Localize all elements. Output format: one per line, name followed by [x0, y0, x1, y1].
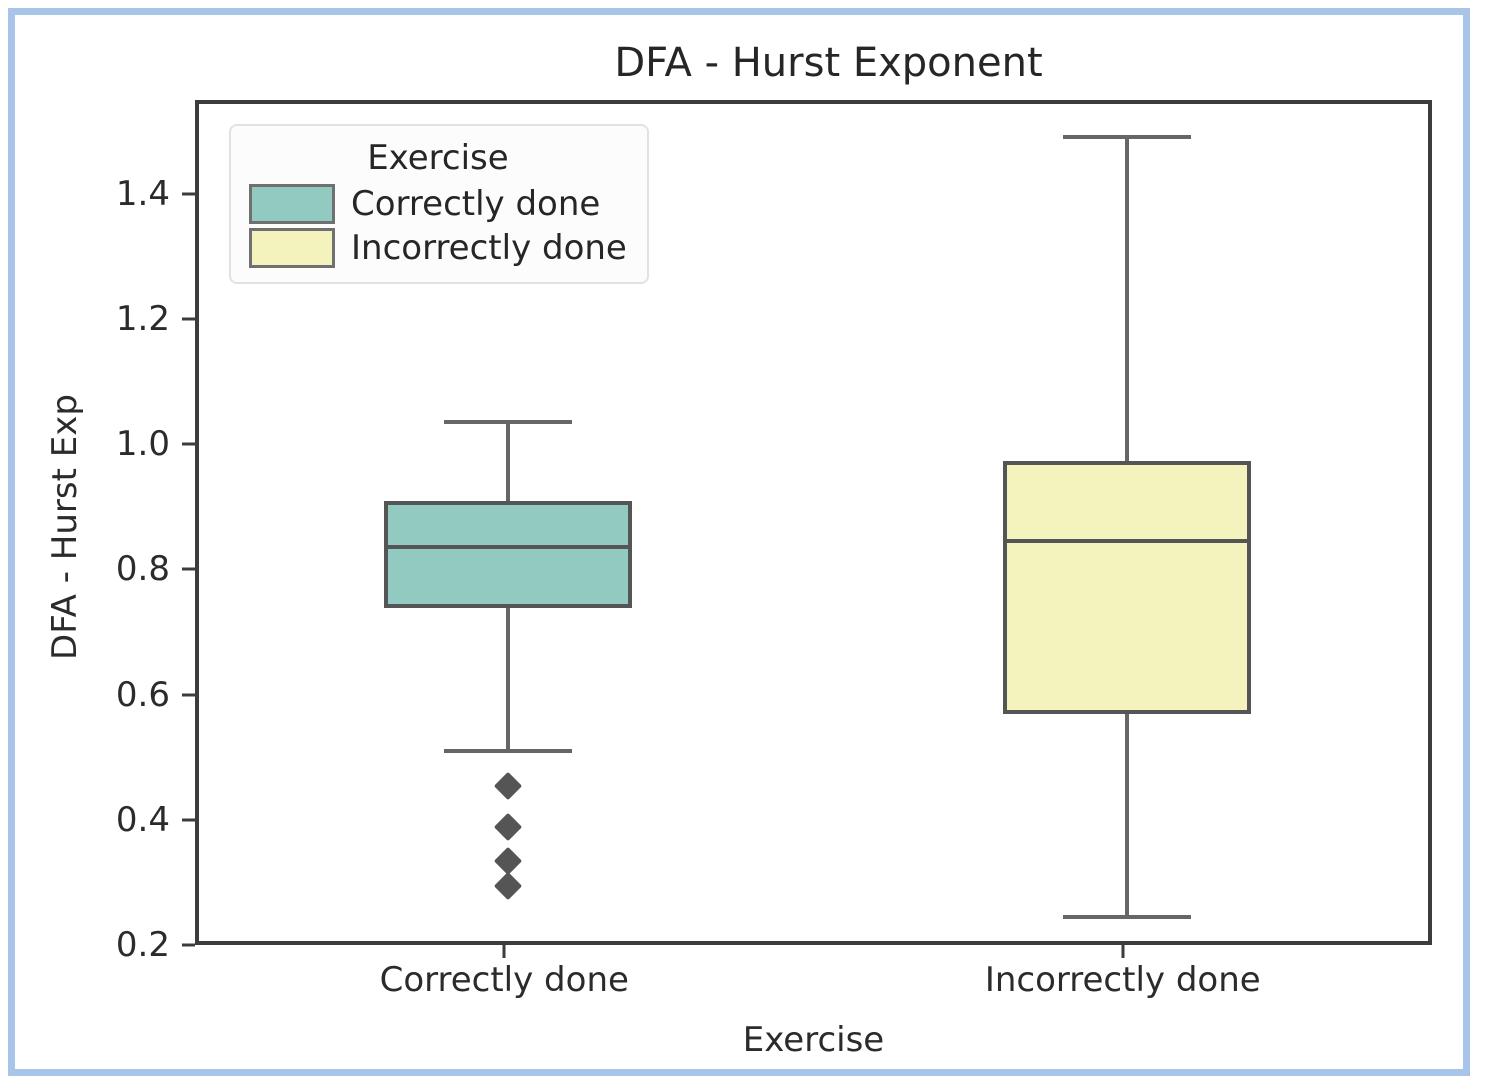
- legend-color-swatch: [249, 184, 335, 224]
- lower-whisker-line: [506, 607, 511, 749]
- median-line: [384, 545, 633, 550]
- legend-title: Exercise: [367, 138, 509, 178]
- lower-whisker-line: [1124, 714, 1129, 915]
- y-axis-tick-mark: [182, 943, 195, 947]
- legend-item[interactable]: Correctly done: [249, 184, 627, 224]
- y-axis-tick-mark: [182, 192, 195, 196]
- y-axis-tick-label: 0.8: [115, 549, 170, 590]
- y-axis-label: DFA - Hurst Exp: [45, 394, 85, 660]
- median-line: [1002, 539, 1251, 544]
- x-axis-tick-mark: [502, 945, 506, 958]
- y-axis-tick-mark: [182, 693, 195, 697]
- legend-item[interactable]: Incorrectly done: [249, 228, 627, 268]
- y-axis-tick-label: 0.6: [115, 674, 170, 715]
- upper-whisker-line: [506, 420, 511, 502]
- figure-outer-border: DFA - Hurst Exponent DFA - Hurst Exp Exe…: [8, 8, 1470, 1076]
- lower-whisker-cap: [444, 748, 573, 753]
- box-iqr-rect: [1002, 460, 1251, 715]
- y-axis-tick-mark: [182, 317, 195, 321]
- y-axis-tick-mark: [182, 818, 195, 822]
- upper-whisker-line: [1124, 135, 1129, 461]
- y-axis-tick-label: 0.2: [115, 925, 170, 965]
- box-iqr-rect: [384, 501, 633, 608]
- upper-whisker-cap: [1062, 135, 1191, 140]
- legend-item-label: Correctly done: [351, 184, 601, 224]
- y-axis-tick-mark: [182, 442, 195, 446]
- boxplot-correctly-done: [199, 104, 1428, 941]
- upper-whisker-cap: [444, 420, 573, 425]
- lower-whisker-cap: [1062, 914, 1191, 919]
- y-axis-tick-label: 0.4: [115, 799, 170, 840]
- x-axis-tick-mark: [1121, 945, 1125, 958]
- figure-canvas: DFA - Hurst Exponent DFA - Hurst Exp Exe…: [30, 30, 1486, 1090]
- page-title: DFA - Hurst Exponent: [614, 40, 1043, 86]
- legend-item-label: Incorrectly done: [351, 228, 627, 268]
- boxplot-incorrectly-done: [199, 104, 1428, 941]
- y-axis-tick-label: 1.0: [115, 424, 170, 465]
- y-axis-tick-mark: [182, 567, 195, 571]
- x-axis-label: Exercise: [742, 1020, 885, 1060]
- legend-color-swatch: [249, 228, 335, 268]
- x-axis-tick-label: Correctly done: [379, 960, 629, 1000]
- x-axis-tick-label: Incorrectly done: [984, 960, 1261, 1000]
- y-axis-tick-label: 1.2: [115, 299, 170, 340]
- y-axis-tick-label: 1.4: [115, 173, 170, 214]
